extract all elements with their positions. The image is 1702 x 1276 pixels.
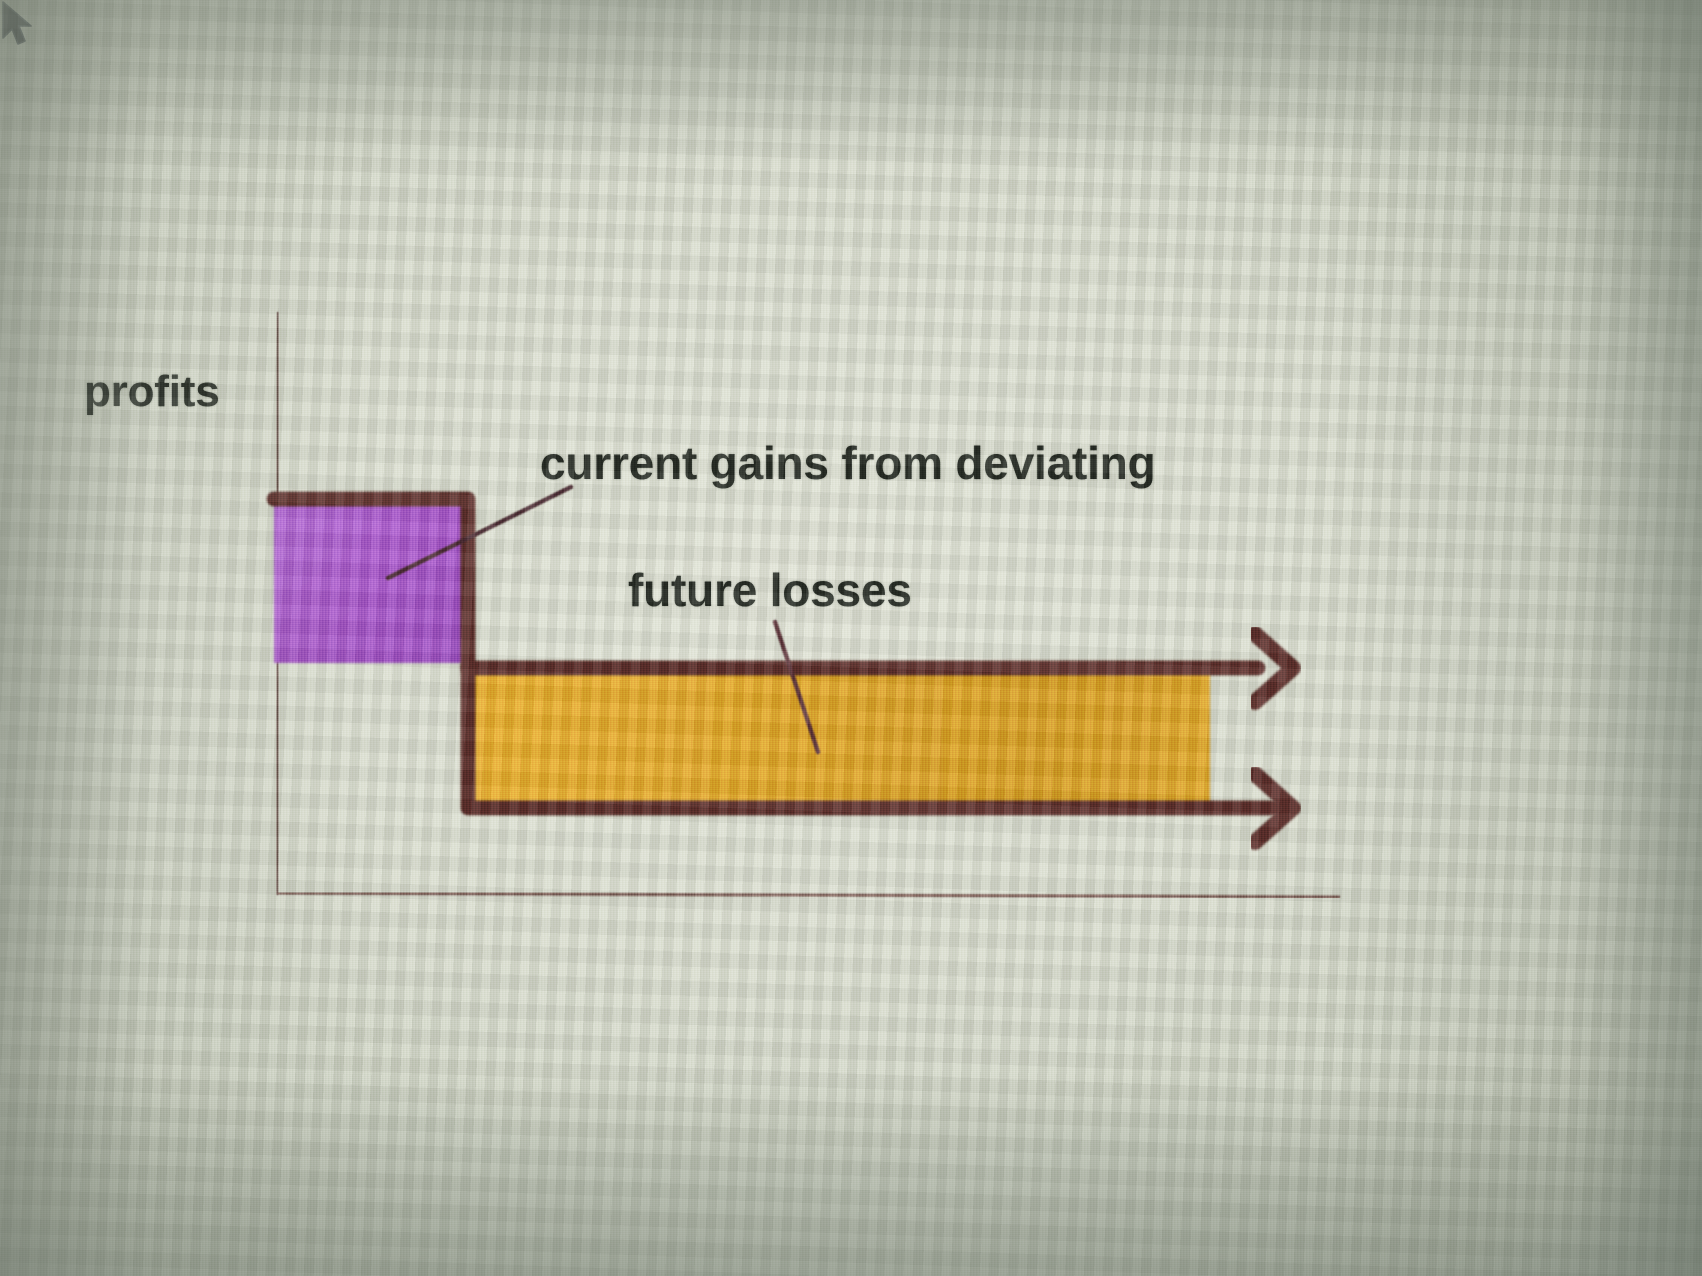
y-axis-label-profits: profits — [84, 367, 220, 416]
annotation-future-losses: future losses — [628, 564, 912, 616]
x-axis-line — [276, 891, 1341, 899]
current-gains-region — [274, 500, 472, 663]
annotation-current-gains: current gains from deviating — [540, 437, 1156, 489]
future-losses-region — [472, 671, 1210, 805]
